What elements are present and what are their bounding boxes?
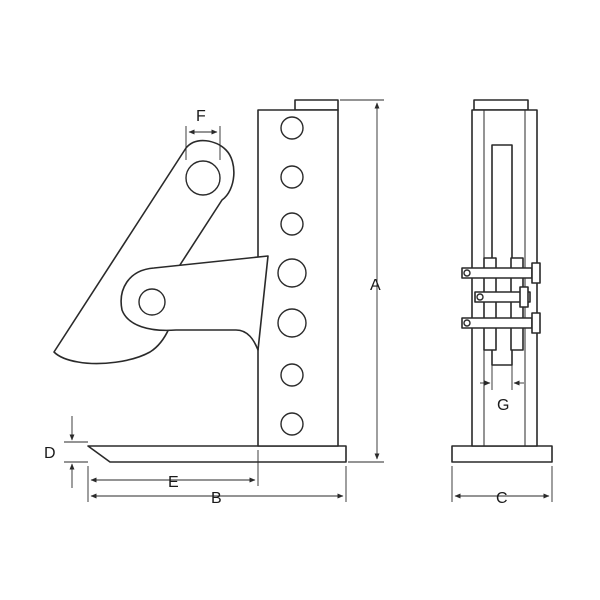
cam-arm-pivot-hole [185,160,221,196]
dim-C-label: C [496,490,508,507]
side-view [451,99,553,463]
column-hole [280,412,304,436]
dim-F-label: F [196,108,206,125]
dim-B-label: B [211,490,222,507]
side-slot [491,144,513,366]
bolt-head-upper [463,269,471,277]
column-hole [280,212,304,236]
dim-E-label: E [168,474,179,491]
front-top-cap [294,99,339,111]
nut-upper [531,262,541,284]
bolt-head-middle [476,293,484,301]
bolt-middle [474,291,531,303]
nut-middle [519,286,529,308]
bolt-lower [461,317,533,329]
column-holes [277,116,307,436]
side-base [451,445,553,463]
side-bolts [461,257,541,351]
dim-G-label: G [497,397,509,414]
bracket-pin-hole [138,288,166,316]
bolt-upper [461,267,533,279]
column-hole [280,363,304,387]
dim-A-label: A [370,277,381,294]
bolt-head-lower [463,319,471,327]
column-hole [280,116,304,140]
support-bracket [120,255,269,351]
column-hole [277,308,307,338]
column-hole [280,165,304,189]
dimensions: A B E C D F G [44,99,553,507]
front-view [53,99,347,463]
front-base-foot [87,445,347,463]
column-hole [277,258,307,288]
dim-D-label: D [44,445,56,462]
nut-lower [531,312,541,334]
side-top-cap [473,99,529,111]
